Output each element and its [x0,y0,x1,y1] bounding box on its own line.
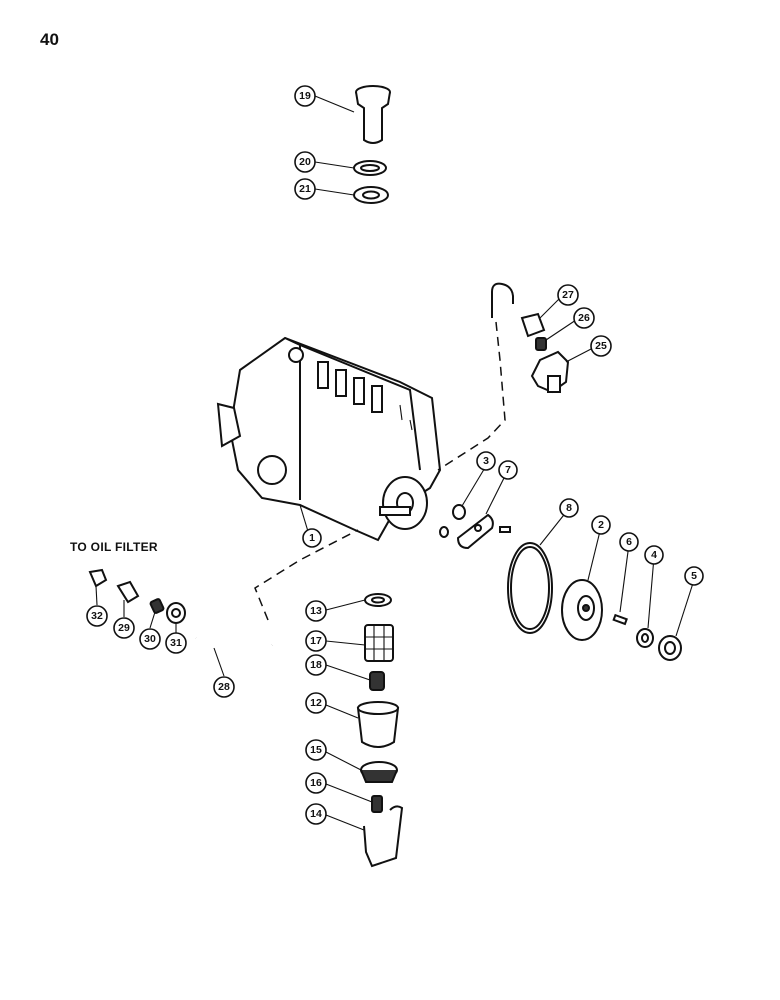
part-18-spring [369,671,385,691]
svg-text:5: 5 [691,570,697,582]
svg-text:2: 2 [598,519,604,531]
svg-text:1: 1 [309,532,315,544]
svg-text:27: 27 [562,289,574,301]
callout-28: 28 [213,676,235,698]
part-6-key [612,613,628,626]
part-32 [88,568,108,588]
callout-32: 32 [86,605,108,627]
part-25 [530,350,570,394]
callout-7: 7 [498,460,518,480]
svg-text:30: 30 [144,633,156,645]
svg-text:13: 13 [310,605,322,617]
callout-19: 19 [294,85,316,107]
part-2-hub [561,579,603,641]
callout-20: 20 [294,151,316,173]
part-20 [353,160,387,176]
part-21 [353,186,389,204]
callout-25: 25 [590,335,612,357]
callout-26: 26 [573,307,595,329]
svg-text:28: 28 [218,681,230,693]
callout-1: 1 [302,528,322,548]
part-26 [535,337,547,351]
callout-8: 8 [559,498,579,518]
dashed-routing-upper [437,321,506,471]
svg-text:4: 4 [651,549,657,561]
part-4-lock-washer [636,628,654,648]
callout-12: 12 [305,692,327,714]
leader-lines [95,95,695,831]
callout-15: 15 [305,739,327,761]
part-7 [439,513,511,550]
svg-text:14: 14 [310,808,322,820]
callout-6: 6 [619,532,639,552]
svg-text:16: 16 [310,777,322,789]
callout-5: 5 [684,566,704,586]
svg-text:7: 7 [505,464,511,476]
svg-text:25: 25 [595,340,607,352]
part-13 [364,593,392,607]
callout-27: 27 [557,284,579,306]
svg-text:20: 20 [299,156,311,168]
callout-30: 30 [139,628,161,650]
svg-text:8: 8 [566,502,572,514]
svg-text:3: 3 [483,455,489,467]
callout-13: 13 [305,600,327,622]
part-29 [116,580,140,604]
svg-text:18: 18 [310,659,322,671]
svg-text:19: 19 [299,90,311,102]
callout-18: 18 [305,654,327,676]
part-15-ring-nut [360,761,398,783]
part-3 [452,504,466,520]
part-8-o-ring [507,542,553,634]
callout-17: 17 [305,630,327,652]
part-27 [520,312,546,338]
part-19 [355,85,391,144]
svg-text:29: 29 [118,622,130,634]
part-12-bowl [356,701,400,748]
svg-text:6: 6 [626,536,632,548]
oil-filter-note: TO OIL FILTER [70,540,158,554]
callout-31: 31 [165,632,187,654]
part-31 [166,602,186,624]
callout-21: 21 [294,178,316,200]
svg-text:32: 32 [91,610,103,622]
callout-2: 2 [591,515,611,535]
callout-3: 3 [476,451,496,471]
part-30 [149,598,165,614]
svg-text:17: 17 [310,635,322,647]
callout-16: 16 [305,772,327,794]
svg-text:12: 12 [310,697,322,709]
part-16-spring [371,795,383,813]
dashed-routing-lower [254,529,359,621]
callout-4: 4 [644,545,664,565]
upper-hose [491,282,514,318]
svg-text:31: 31 [170,637,182,649]
part-5-nut [658,635,682,661]
part-14-bail [363,805,404,868]
part-28-hose [195,635,275,658]
callout-14: 14 [305,803,327,825]
svg-text:15: 15 [310,744,322,756]
svg-text:21: 21 [299,183,311,195]
part-17-filter-element [364,624,394,662]
callout-29: 29 [113,617,135,639]
part-1-injection-pump [216,336,442,542]
page-number: 40 [40,30,59,49]
svg-text:26: 26 [578,312,590,324]
